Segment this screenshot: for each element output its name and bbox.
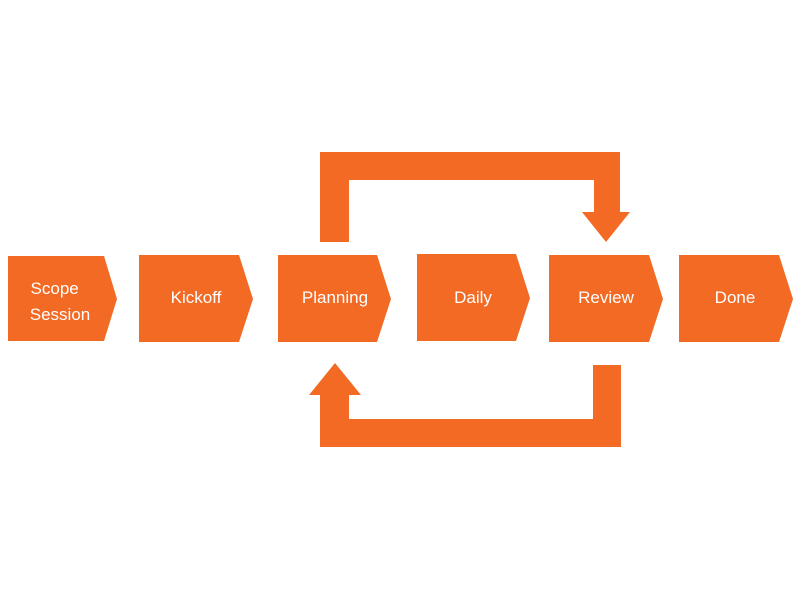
step-shape: [139, 255, 253, 342]
step-scope-session: Scope Session: [8, 256, 117, 341]
step-label: Kickoff: [171, 288, 222, 307]
step-review: Review: [549, 255, 663, 342]
step-label: Planning: [302, 288, 368, 307]
step-shape: [417, 254, 530, 341]
step-shape: [679, 255, 793, 342]
step-shape: [278, 255, 391, 342]
svg-text:Scope Session: Scope Session: [30, 279, 90, 324]
step-planning: Planning: [278, 255, 391, 342]
step-shape: [8, 256, 117, 341]
step-label-line: Session: [30, 305, 90, 324]
step-label-line: Scope: [31, 279, 79, 298]
loop-arrow-review-to-planning: [309, 363, 621, 447]
step-label: Review: [578, 288, 634, 307]
step-shape: [549, 255, 663, 342]
step-kickoff: Kickoff: [139, 255, 253, 342]
loop-arrow-planning-to-review: [320, 152, 630, 242]
step-daily: Daily: [417, 254, 530, 341]
step-label: Done: [715, 288, 756, 307]
step-label: Daily: [454, 288, 492, 307]
step-done: Done: [679, 255, 793, 342]
